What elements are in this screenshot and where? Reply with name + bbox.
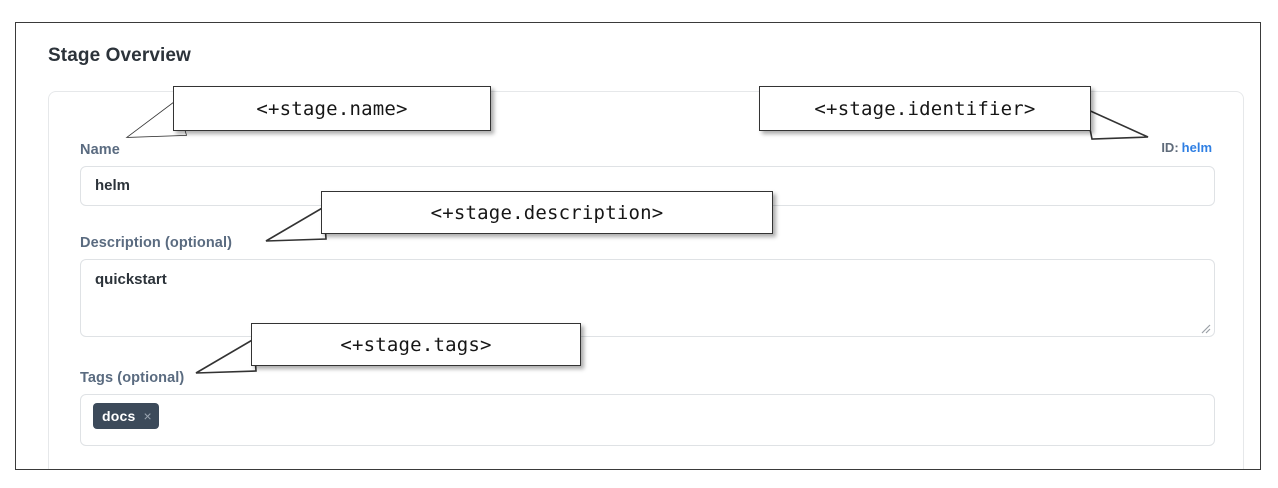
tag-chip[interactable]: docs × <box>93 403 159 429</box>
callout-stage-description: <+stage.description> <box>321 191 773 234</box>
name-field-block: Name <box>80 142 120 158</box>
tags-input-wrapper: docs × <box>80 394 1215 446</box>
callout-stage-identifier-text: <+stage.identifier> <box>814 97 1036 120</box>
name-label: Name <box>80 142 120 158</box>
description-label: Description (optional) <box>80 235 233 251</box>
resize-grip-icon[interactable] <box>1198 321 1211 334</box>
stage-identifier-key: ID: <box>1161 140 1179 155</box>
tag-chip-label: docs <box>102 408 136 424</box>
stage-identifier-value[interactable]: helm <box>1181 140 1212 155</box>
callout-tail-stage-tags <box>195 337 257 374</box>
callout-stage-description-text: <+stage.description> <box>430 201 664 224</box>
callout-stage-tags: <+stage.tags> <box>251 323 581 366</box>
callout-tail-stage-identifier <box>1084 107 1149 140</box>
description-field-block: Description (optional) <box>80 235 232 251</box>
stage-overview-card: ID:helm Name helm Description (optional)… <box>48 91 1244 469</box>
callout-tail-stage-name <box>125 99 188 138</box>
callout-stage-tags-text: <+stage.tags> <box>340 333 492 356</box>
tags-field-block: Tags (optional) <box>80 370 184 386</box>
callout-stage-identifier: <+stage.identifier> <box>759 86 1091 131</box>
stage-identifier-line: ID:helm <box>1161 140 1212 155</box>
callout-stage-name: <+stage.name> <box>173 86 491 131</box>
description-textarea-value: quickstart <box>95 271 167 288</box>
tags-input[interactable]: docs × <box>80 394 1215 446</box>
callout-stage-name-text: <+stage.name> <box>256 97 408 120</box>
tag-remove-icon[interactable]: × <box>143 408 152 424</box>
callout-tail-stage-description <box>265 205 327 242</box>
screenshot-frame: Stage Overview ID:helm Name helm Descrip… <box>15 22 1261 470</box>
page-title: Stage Overview <box>48 45 191 66</box>
tags-label: Tags (optional) <box>80 370 185 386</box>
